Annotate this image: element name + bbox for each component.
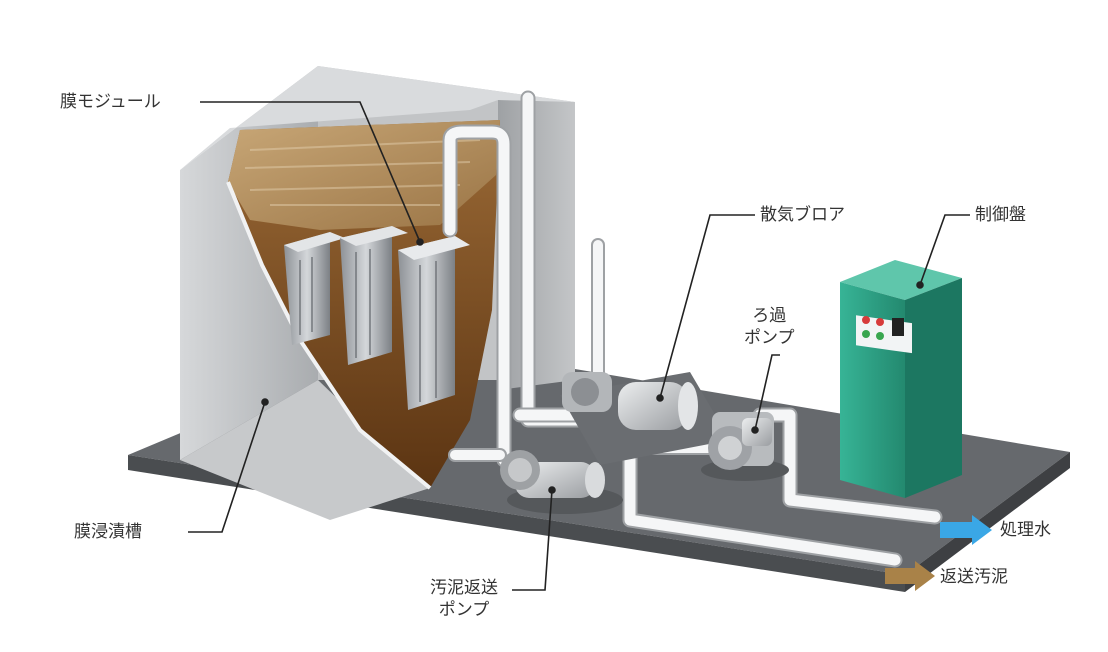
label-aeration-blower: 散気ブロア [760,204,845,226]
label-sludge-return-pump: 汚泥返送 ポンプ [430,577,498,621]
control-panel [840,260,962,498]
label-sludge-return-pump-line2: ポンプ [430,599,498,621]
label-control-panel: 制御盤 [975,204,1026,226]
label-filtration-pump: ろ過 ポンプ [744,305,795,349]
label-membrane-module: 膜モジュール [60,91,161,113]
label-treated-water: 処理水 [1000,519,1051,541]
label-return-sludge: 返送汚泥 [940,566,1008,588]
label-sludge-return-pump-line1: 汚泥返送 [430,577,498,599]
label-filtration-pump-line1: ろ過 [744,305,795,327]
label-filtration-pump-line2: ポンプ [744,327,795,349]
label-membrane-tank: 膜浸漬槽 [74,521,142,543]
